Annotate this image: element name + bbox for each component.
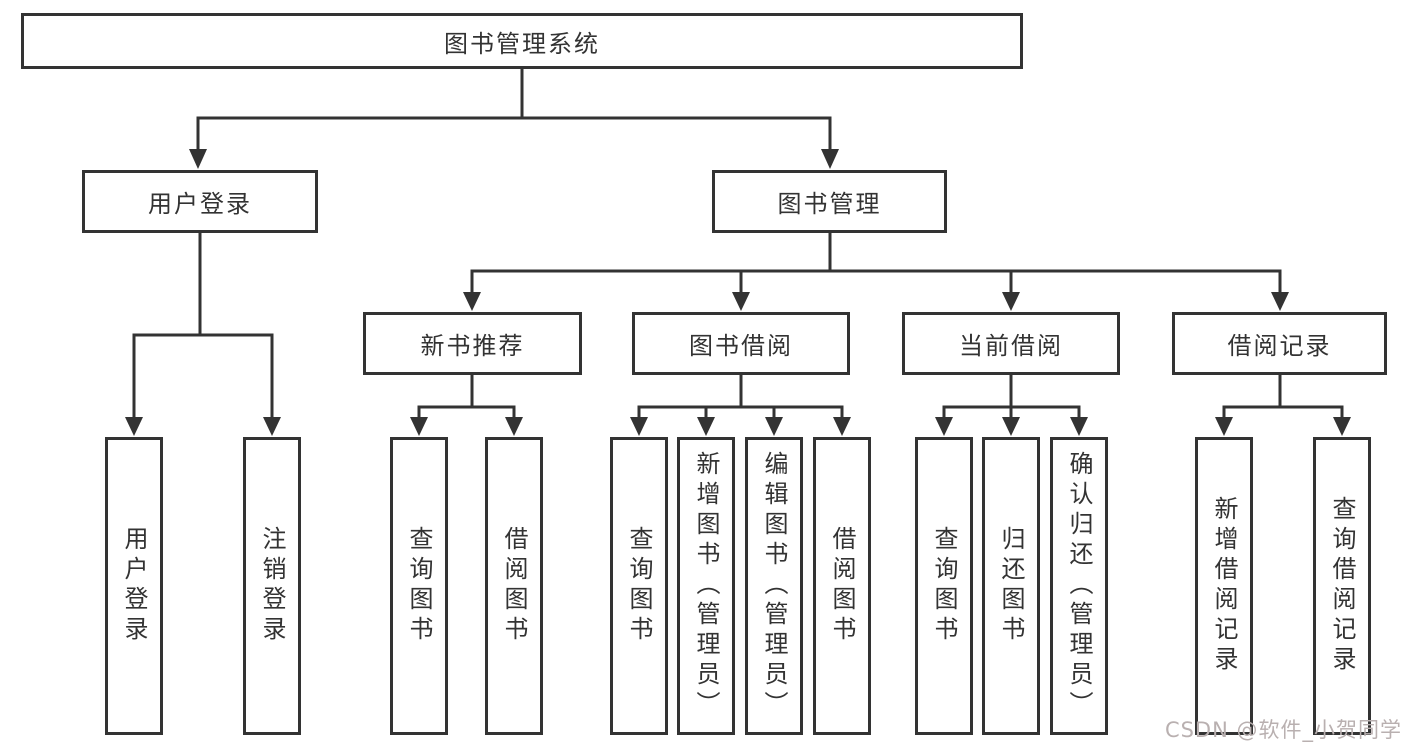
diagram-leaf-borrow-books-recommend: 借阅图书 [485, 437, 543, 735]
node-label: 借阅记录 [1227, 332, 1332, 360]
diagram-leaf-add-book-admin: 新增图书（管理员） [677, 437, 735, 735]
node-label: 查询借阅记录 [1328, 496, 1356, 676]
node-label: 新增借阅记录 [1210, 496, 1238, 676]
node-label: 新增图书（管理员） [692, 451, 720, 721]
node-label: 用户登录 [148, 190, 252, 218]
diagram-leaf-query-books-recommend: 查询图书 [390, 437, 448, 735]
diagram-node-user-login: 用户登录 [82, 170, 318, 233]
diagram-node-borrow-records: 借阅记录 [1172, 312, 1387, 375]
node-label: 图书管理系统 [444, 29, 600, 58]
diagram-leaf-edit-book-admin: 编辑图书（管理员） [745, 437, 803, 735]
node-label: 查询图书 [625, 526, 653, 646]
diagram-node-current-borrow: 当前借阅 [902, 312, 1120, 375]
node-label: 归还图书 [997, 526, 1025, 646]
node-label: 查询图书 [405, 526, 433, 646]
diagram-leaf-user-login: 用户登录 [105, 437, 163, 735]
csdn-watermark: CSDN @软件_小贺同学 [1164, 718, 1402, 742]
diagram-leaf-query-books-borrow: 查询图书 [610, 437, 668, 735]
diagram-leaf-add-borrow-record: 新增借阅记录 [1195, 437, 1253, 735]
arrowheads [125, 149, 1351, 436]
node-label: 图书管理 [777, 190, 882, 218]
diagram-node-new-book-recommend: 新书推荐 [363, 312, 582, 375]
diagram-node-book-borrow: 图书借阅 [632, 312, 850, 375]
diagram-leaf-return-book: 归还图书 [982, 437, 1040, 735]
node-label: 借阅图书 [500, 526, 528, 646]
diagram-node-root: 图书管理系统 [21, 13, 1023, 69]
node-label: 图书借阅 [689, 332, 793, 360]
node-label: 确认归还（管理员） [1065, 451, 1093, 721]
node-label: 新书推荐 [420, 332, 525, 360]
diagram-node-book-management: 图书管理 [712, 170, 947, 233]
diagram-leaf-query-books-current: 查询图书 [915, 437, 973, 735]
node-label: 注销登录 [258, 526, 286, 646]
node-label: 当前借阅 [959, 332, 1063, 360]
node-label: 用户登录 [120, 526, 148, 646]
diagram-leaf-query-borrow-record: 查询借阅记录 [1313, 437, 1371, 735]
node-label: 查询图书 [930, 526, 958, 646]
diagram-leaf-borrow-books: 借阅图书 [813, 437, 871, 735]
diagram-leaf-confirm-return-admin: 确认归还（管理员） [1050, 437, 1108, 735]
node-label: 编辑图书（管理员） [760, 451, 788, 721]
diagram-leaf-logout: 注销登录 [243, 437, 301, 735]
node-label: 借阅图书 [828, 526, 856, 646]
